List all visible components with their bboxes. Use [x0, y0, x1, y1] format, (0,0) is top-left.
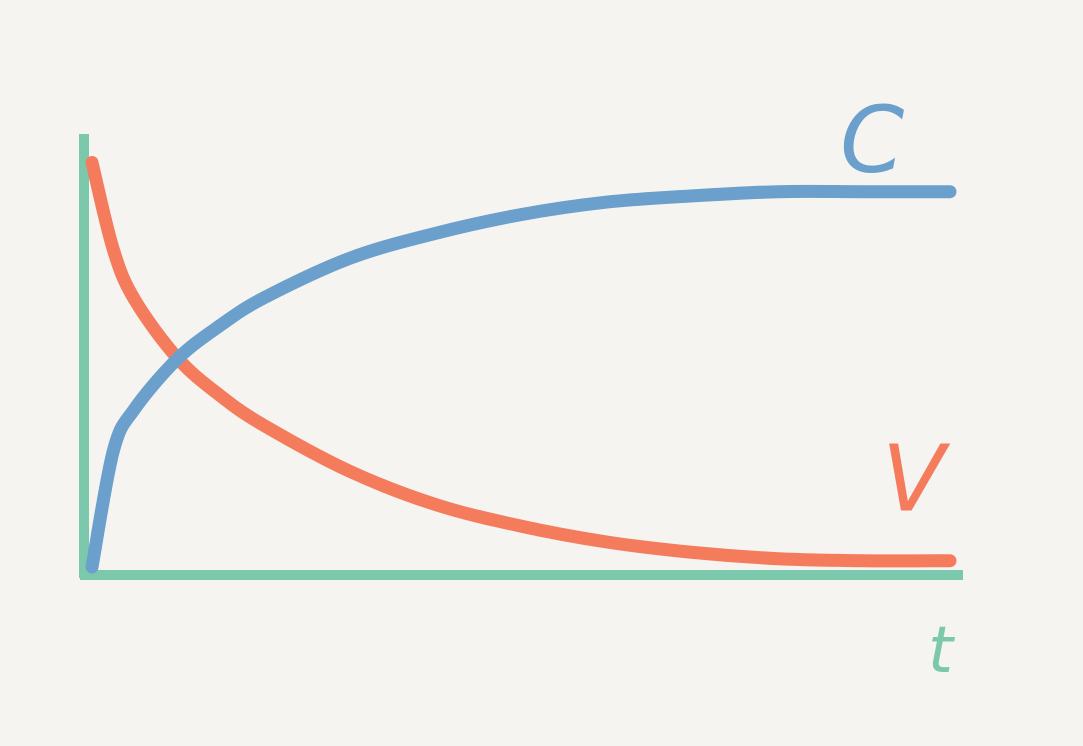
series-layer [85, 156, 957, 574]
axes [79, 134, 963, 580]
series-label-v: V [882, 426, 951, 533]
x-axis-label: t [928, 614, 956, 688]
series-line-v [85, 156, 957, 568]
labels-layer: t V C [840, 87, 956, 688]
series-label-c: C [840, 87, 904, 194]
series-line-c [85, 184, 957, 574]
